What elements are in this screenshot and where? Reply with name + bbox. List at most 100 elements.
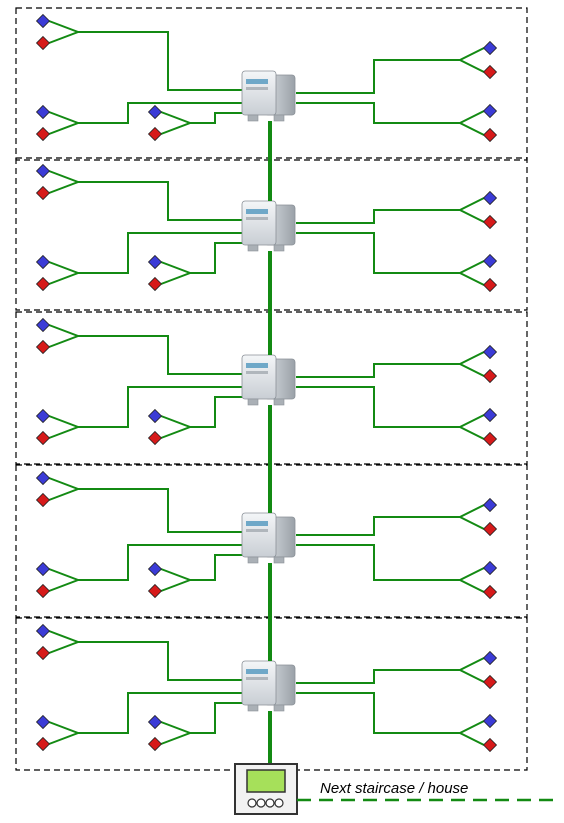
sensor-pair-icon	[457, 497, 498, 537]
sensor-wire	[457, 197, 485, 223]
controller-terminal	[247, 704, 259, 712]
supply-sensor-icon	[147, 408, 163, 424]
sensor-pair-icon	[35, 13, 81, 51]
return-sensor-icon	[482, 584, 498, 600]
controller-vent	[246, 677, 268, 680]
sensor-wire	[457, 567, 485, 593]
controller-vent	[246, 217, 268, 220]
controller-label-stripe	[246, 79, 268, 84]
supply-sensor-icon	[35, 104, 51, 120]
controller-terminal	[273, 398, 285, 406]
wire	[190, 554, 244, 581]
controller-vent	[246, 529, 268, 532]
floor-section	[15, 7, 528, 161]
wire	[78, 102, 244, 124]
return-sensor-icon	[147, 430, 163, 446]
wire	[78, 31, 244, 91]
return-sensor-icon	[482, 674, 498, 690]
return-sensor-icon	[482, 214, 498, 230]
controller-module-icon	[241, 660, 296, 712]
controller-front	[241, 354, 277, 400]
supply-sensor-icon	[482, 40, 498, 56]
sensor-wire	[48, 630, 81, 654]
floor-section	[15, 311, 528, 465]
return-sensor-icon	[147, 276, 163, 292]
sensor-pair-icon	[35, 163, 81, 201]
controller-module-icon	[241, 354, 296, 406]
display-screen	[246, 769, 286, 793]
sensor-wire	[160, 111, 193, 135]
sensor-pair-icon	[35, 714, 81, 752]
sensor-pair-icon	[35, 561, 81, 599]
sensor-pair-icon	[35, 104, 81, 142]
sensor-wire	[160, 721, 193, 745]
sensor-wire	[48, 324, 81, 348]
controller-module-icon	[241, 512, 296, 564]
return-sensor-icon	[35, 736, 51, 752]
return-sensor-icon	[482, 64, 498, 80]
controller-front	[241, 660, 277, 706]
return-sensor-icon	[35, 430, 51, 446]
sensor-pair-icon	[147, 254, 193, 292]
return-sensor-icon	[147, 736, 163, 752]
wire	[296, 516, 460, 536]
sensor-pair-icon	[457, 344, 498, 384]
wire	[296, 209, 460, 224]
supply-sensor-icon	[482, 344, 498, 360]
supply-sensor-icon	[147, 714, 163, 730]
sensor-pair-icon	[457, 713, 498, 753]
sensor-wire	[457, 260, 485, 286]
sensor-pair-icon	[457, 103, 498, 143]
display-button	[265, 798, 275, 808]
sensor-wire	[457, 720, 485, 746]
controller-terminal	[273, 244, 285, 252]
sensor-pair-icon	[35, 408, 81, 446]
sensor-pair-icon	[147, 408, 193, 446]
supply-sensor-icon	[482, 650, 498, 666]
return-sensor-icon	[35, 492, 51, 508]
wire	[78, 641, 244, 681]
floor-wiring	[35, 13, 498, 143]
supply-sensor-icon	[482, 560, 498, 576]
supply-sensor-icon	[35, 408, 51, 424]
sensor-pair-icon	[35, 254, 81, 292]
sensor-wire	[457, 657, 485, 683]
sensor-pair-icon	[457, 253, 498, 293]
wire	[296, 102, 460, 124]
sensor-pair-icon	[457, 40, 498, 80]
sensor-pair-icon	[457, 650, 498, 690]
return-sensor-icon	[147, 126, 163, 142]
supply-sensor-icon	[482, 407, 498, 423]
sensor-wire	[457, 414, 485, 440]
supply-sensor-icon	[147, 104, 163, 120]
floor-wiring	[35, 163, 498, 293]
wire	[78, 692, 244, 734]
controller-terminal	[247, 556, 259, 564]
wire	[296, 232, 460, 274]
sensor-wire	[160, 568, 193, 592]
controller-label-stripe	[246, 521, 268, 526]
wire	[296, 544, 460, 581]
supply-sensor-icon	[147, 561, 163, 577]
controller-front	[241, 70, 277, 116]
sensor-pair-icon	[457, 190, 498, 230]
wire	[190, 396, 244, 428]
return-sensor-icon	[35, 126, 51, 142]
wire	[190, 242, 244, 274]
wire	[78, 488, 244, 533]
sensor-wire	[48, 111, 81, 135]
supply-sensor-icon	[482, 253, 498, 269]
supply-sensor-icon	[482, 103, 498, 119]
display-button	[247, 798, 257, 808]
controller-terminal	[273, 114, 285, 122]
supply-sensor-icon	[35, 623, 51, 639]
sensor-pair-icon	[35, 623, 81, 661]
controller-terminal	[247, 114, 259, 122]
sensor-wire	[48, 261, 81, 285]
display-panel-icon	[234, 763, 298, 815]
return-sensor-icon	[35, 583, 51, 599]
sensor-pair-icon	[35, 470, 81, 508]
wire	[296, 669, 460, 684]
wire	[296, 59, 460, 94]
